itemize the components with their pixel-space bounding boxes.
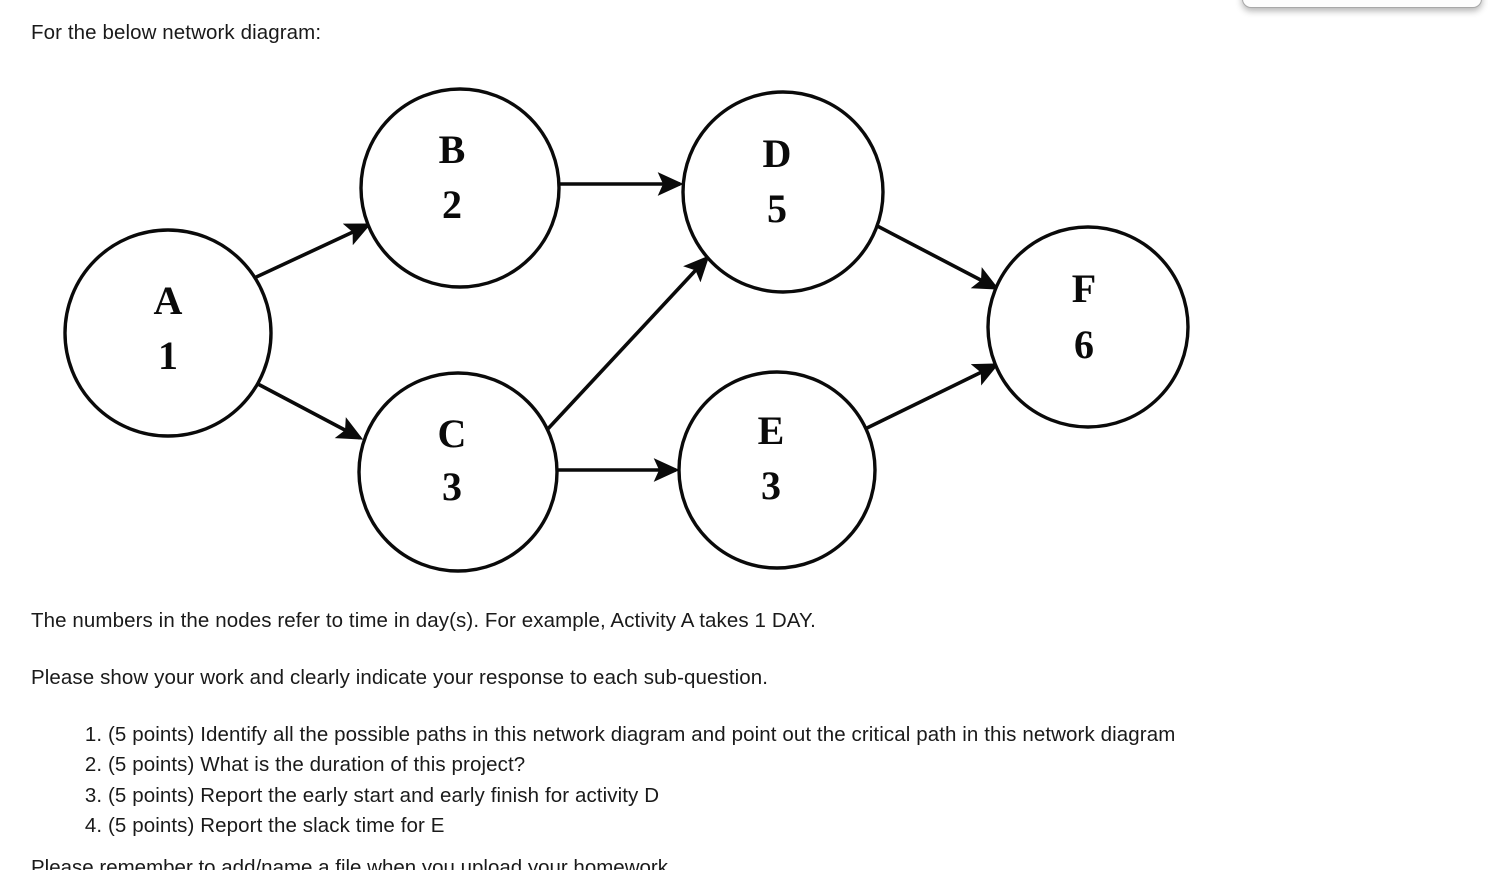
network-diagram: A 1 B 2 C 3 D 5 E 3 F	[0, 60, 1280, 580]
edge-d-to-f	[861, 216, 1000, 290]
node-c-label: C	[438, 411, 467, 456]
node-c-circle	[357, 371, 559, 573]
node-f-circle	[986, 225, 1190, 429]
node-b-duration: 2	[442, 182, 462, 227]
list-item: (5 points) Report the slack time for E	[108, 811, 1175, 841]
node-e-label: E	[758, 408, 785, 453]
floating-panel[interactable]	[1242, 0, 1482, 8]
clipped-bottom-line: Please remember to add/name a file when …	[31, 856, 668, 870]
node-e-duration: 3	[761, 463, 781, 508]
edge-a-to-b	[251, 223, 372, 281]
edge-a-to-c	[255, 381, 364, 440]
node-d-duration: 5	[767, 186, 787, 231]
node-f[interactable]: F 6	[986, 225, 1190, 429]
node-d-circle	[681, 90, 885, 294]
intro-text: For the below network diagram:	[31, 21, 322, 44]
node-b[interactable]: B 2	[359, 87, 561, 289]
node-e[interactable]: E 3	[677, 370, 877, 570]
nodes-note-paragraph: The numbers in the nodes refer to time i…	[31, 609, 816, 632]
list-item: (5 points) What is the duration of this …	[108, 750, 1175, 780]
node-d[interactable]: D 5	[681, 90, 885, 294]
edge-c-to-d	[543, 255, 710, 434]
node-a-label: A	[154, 278, 183, 323]
node-c[interactable]: C 3	[357, 371, 559, 573]
node-f-label: F	[1072, 266, 1096, 311]
diagram-edges	[251, 172, 1000, 482]
node-a-circle	[63, 228, 273, 438]
node-b-label: B	[439, 127, 466, 172]
show-work-paragraph: Please show your work and clearly indica…	[31, 666, 769, 689]
list-item: (5 points) Report the early start and ea…	[108, 781, 1175, 811]
edge-e-to-f	[866, 363, 1000, 430]
node-b-circle	[359, 87, 561, 289]
node-a[interactable]: A 1	[63, 228, 273, 438]
question-list: (5 points) Identify all the possible pat…	[74, 720, 1175, 841]
node-e-circle	[677, 370, 877, 570]
list-item: (5 points) Identify all the possible pat…	[108, 720, 1175, 750]
node-f-duration: 6	[1074, 322, 1094, 367]
node-c-duration: 3	[442, 464, 462, 509]
node-d-label: D	[763, 131, 792, 176]
node-a-duration: 1	[158, 333, 178, 378]
